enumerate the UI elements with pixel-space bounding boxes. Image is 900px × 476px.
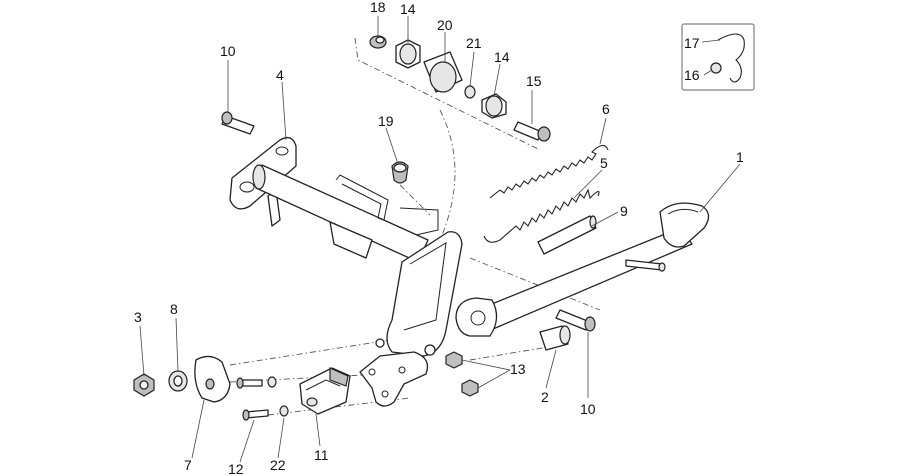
main-frame-part-4 <box>229 136 463 407</box>
callout-14-right: 14 <box>494 49 510 65</box>
bolt-part-12 <box>236 376 277 421</box>
callout-12: 12 <box>228 461 244 476</box>
tube-part-9 <box>537 215 597 255</box>
bolt-part-10-right <box>555 309 596 332</box>
spacer-part-2 <box>539 325 571 351</box>
bushing-set <box>369 35 551 142</box>
callout-5: 5 <box>600 155 608 171</box>
callout-4: 4 <box>276 67 284 83</box>
springs <box>483 144 609 243</box>
callout-16: 16 <box>684 67 700 83</box>
callout-18: 18 <box>370 0 386 15</box>
nuts-part-13 <box>445 351 479 397</box>
callout-7: 7 <box>184 457 192 473</box>
callout-15: 15 <box>526 73 542 89</box>
washer-part-8 <box>168 370 188 392</box>
callout-21: 21 <box>466 35 482 51</box>
callout-10-right: 10 <box>580 401 596 417</box>
callout-2: 2 <box>541 389 549 405</box>
callout-3: 3 <box>134 309 142 325</box>
callout-6: 6 <box>602 101 610 117</box>
nut-part-3 <box>133 373 155 397</box>
callout-19: 19 <box>378 113 394 129</box>
bolt-part-10-top <box>221 111 255 135</box>
callout-8: 8 <box>170 301 178 317</box>
callout-1: 1 <box>736 149 744 165</box>
cap-part-19 <box>391 161 409 184</box>
washer-part-22 <box>279 405 289 417</box>
callout-22: 22 <box>270 457 286 473</box>
cover-part-7 <box>194 355 231 403</box>
callout-17: 17 <box>684 35 700 51</box>
callout-11: 11 <box>314 447 329 463</box>
callout-9: 9 <box>620 203 628 219</box>
leader-lines <box>139 16 741 463</box>
callout-20: 20 <box>437 17 453 33</box>
callout-labels: 1 2 3 4 5 6 7 8 9 10 10 11 12 13 14 14 1… <box>134 0 744 476</box>
callout-13: 13 <box>510 361 526 377</box>
inset-box <box>681 23 755 91</box>
callout-14-left: 14 <box>400 1 416 17</box>
callout-10-top: 10 <box>220 43 236 59</box>
switch-part-11 <box>299 367 351 415</box>
stand-leg-part-1 <box>455 202 710 337</box>
